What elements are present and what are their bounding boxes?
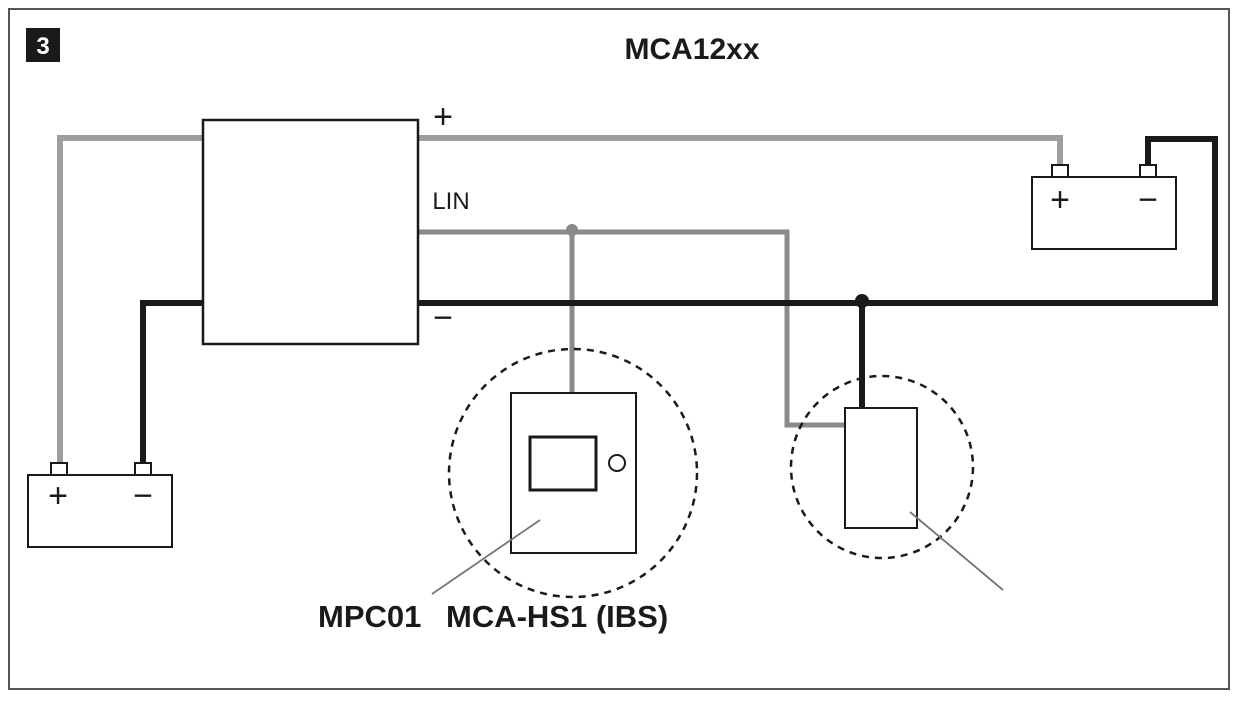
ibs-sensor [844, 407, 918, 529]
negative-wire-left-battery [140, 300, 203, 465]
positive-wire-left-battery [57, 135, 203, 465]
caption-mpc01: MPC01 [318, 599, 421, 634]
diagram-title: MCA12xx [624, 33, 759, 66]
mpc01-leader-line [431, 519, 541, 595]
battery-left-minus: − [133, 477, 153, 515]
figure-number-badge: 3 [26, 28, 60, 62]
diagram-frame [8, 8, 1230, 690]
lin-wires [418, 229, 845, 428]
battery-left: + − [27, 462, 173, 548]
positive-wire-right-battery [418, 135, 1063, 165]
lin-label: LIN [432, 188, 469, 215]
sensor-leader-line [909, 511, 1004, 591]
mpc01-knob [608, 454, 626, 472]
lin-wire-main [418, 229, 845, 428]
caption-ibs-sensor: MCA-HS1 (IBS) [446, 599, 668, 634]
positive-wires [57, 135, 1063, 465]
negative-wire-main [418, 136, 1218, 306]
lin-junction-dot [566, 224, 578, 236]
battery-right-plus: + [1050, 181, 1070, 219]
mpc01-highlight-circle [447, 347, 699, 599]
battery-left-plus: + [48, 477, 68, 515]
battery-right-minus: − [1138, 181, 1158, 219]
terminal-minus-label: − [433, 299, 453, 337]
mpc01-display [528, 435, 598, 492]
mpc01-panel [510, 392, 637, 554]
controller-box [201, 118, 420, 346]
terminal-plus-label: + [433, 98, 453, 136]
figure-number: 3 [36, 33, 49, 60]
negative-junction-dot [855, 294, 869, 308]
battery-right: + − [1031, 164, 1177, 250]
sensor-highlight-circle [789, 374, 975, 560]
negative-wires [140, 136, 1218, 465]
